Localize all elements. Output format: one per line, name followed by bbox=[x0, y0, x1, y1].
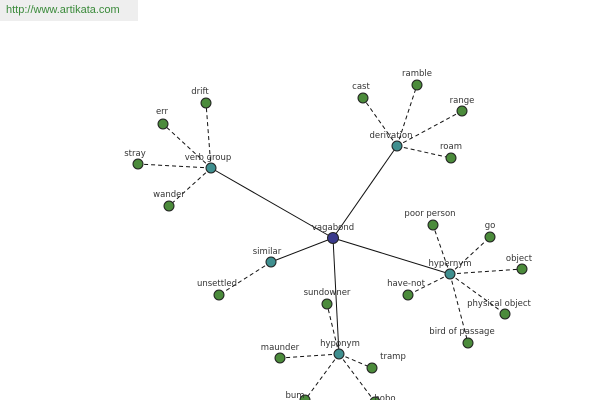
label-wander: wander bbox=[153, 190, 185, 200]
edge-hypernym-have-not bbox=[407, 273, 451, 296]
label-go: go bbox=[485, 221, 496, 231]
edge-similar-unsettled bbox=[218, 261, 272, 296]
edge-hypernym-object bbox=[449, 268, 523, 275]
node-verb-group[interactable] bbox=[205, 162, 217, 174]
edge-derivation-ramble bbox=[396, 84, 418, 147]
label-range: range bbox=[450, 96, 475, 106]
node-tramp[interactable] bbox=[366, 362, 378, 374]
label-cast: cast bbox=[352, 82, 370, 92]
edge-verb-group-err bbox=[162, 123, 212, 169]
edge-hyponym-tramp bbox=[338, 353, 373, 369]
node-have-not[interactable] bbox=[402, 289, 414, 301]
edge-verb-group-stray bbox=[137, 163, 212, 169]
edge-hyponym-bum bbox=[304, 353, 340, 400]
edge-vagabond-derivation bbox=[332, 145, 398, 239]
node-err[interactable] bbox=[157, 118, 169, 130]
node-similar[interactable] bbox=[265, 256, 277, 268]
node-hypernym[interactable] bbox=[444, 268, 456, 280]
label-roam: roam bbox=[440, 142, 462, 152]
node-drift[interactable] bbox=[200, 97, 212, 109]
edge-hyponym-maunder bbox=[279, 353, 340, 359]
edge-verb-group-drift bbox=[205, 102, 212, 169]
label-verb-group: verb group bbox=[185, 153, 232, 163]
url-link[interactable]: http://www.artikata.com bbox=[6, 4, 120, 16]
node-wander[interactable] bbox=[163, 200, 175, 212]
url-banner: http://www.artikata.com bbox=[0, 0, 138, 21]
node-stray[interactable] bbox=[132, 158, 144, 170]
edge-hypernym-physical-object bbox=[449, 273, 506, 315]
edge-hypernym-poor-person bbox=[432, 224, 451, 275]
label-vagabond: vagabond bbox=[312, 223, 354, 233]
edge-verb-group-wander bbox=[168, 167, 212, 207]
edges-layer bbox=[137, 84, 523, 400]
label-sundowner: sundowner bbox=[304, 288, 351, 298]
node-maunder[interactable] bbox=[274, 352, 286, 364]
nodes-layer bbox=[132, 79, 528, 400]
edge-derivation-range bbox=[396, 110, 463, 147]
edge-hyponym-sundowner bbox=[326, 303, 340, 355]
node-sundowner[interactable] bbox=[321, 298, 333, 310]
label-have-not: have-not bbox=[387, 279, 426, 289]
label-drift: drift bbox=[191, 87, 209, 97]
node-poor-person[interactable] bbox=[427, 219, 439, 231]
label-similar: similar bbox=[253, 247, 282, 257]
label-hyponym: hyponym bbox=[320, 339, 360, 349]
node-ramble[interactable] bbox=[411, 79, 423, 91]
node-vagabond[interactable] bbox=[327, 232, 339, 244]
node-bum[interactable] bbox=[299, 394, 311, 400]
labels-layer: vagabond verb group derivation similar hyper… bbox=[124, 69, 533, 400]
label-bird-of-passage: bird of passage bbox=[429, 327, 494, 337]
edge-vagabond-hyponym bbox=[332, 237, 340, 355]
edge-hyponym-hobo bbox=[338, 353, 375, 400]
node-hobo[interactable] bbox=[369, 396, 381, 400]
edge-hypernym-go bbox=[449, 236, 491, 275]
label-unsettled: unsettled bbox=[197, 279, 237, 289]
label-stray: stray bbox=[124, 149, 146, 159]
label-poor-person: poor person bbox=[404, 209, 455, 219]
node-hyponym[interactable] bbox=[333, 348, 345, 360]
node-bird-of-passage[interactable] bbox=[462, 337, 474, 349]
node-derivation[interactable] bbox=[391, 140, 403, 152]
label-err: err bbox=[156, 107, 169, 117]
node-roam[interactable] bbox=[445, 152, 457, 164]
edge-hypernym-bird-of-passage bbox=[449, 273, 469, 344]
node-object[interactable] bbox=[516, 263, 528, 275]
label-tramp: tramp bbox=[380, 352, 406, 362]
label-derivation: derivation bbox=[369, 131, 412, 141]
edge-vagabond-similar bbox=[270, 237, 334, 263]
edge-vagabond-verb-group bbox=[210, 167, 334, 239]
label-hobo: hobo bbox=[374, 394, 395, 400]
node-unsettled[interactable] bbox=[213, 289, 225, 301]
label-maunder: maunder bbox=[261, 343, 300, 353]
label-hypernym: hypernym bbox=[428, 259, 471, 269]
edge-vagabond-hypernym bbox=[332, 237, 451, 275]
label-bum: bum bbox=[285, 391, 304, 400]
label-object: object bbox=[506, 254, 533, 264]
label-physical-object: physical object bbox=[467, 299, 531, 309]
label-ramble: ramble bbox=[402, 69, 432, 79]
node-go[interactable] bbox=[484, 231, 496, 243]
edge-derivation-roam bbox=[396, 145, 452, 159]
node-physical-object[interactable] bbox=[499, 308, 511, 320]
edge-derivation-cast bbox=[362, 97, 398, 147]
node-range[interactable] bbox=[456, 105, 468, 117]
node-cast[interactable] bbox=[357, 92, 369, 104]
